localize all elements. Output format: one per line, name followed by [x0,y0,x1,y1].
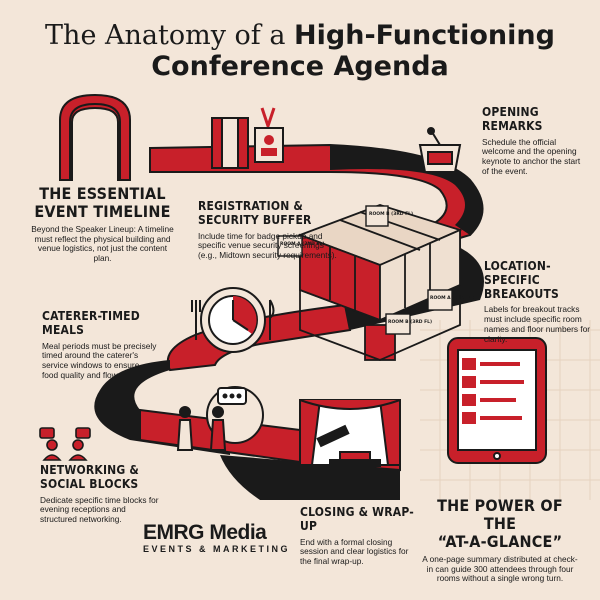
timeline-body: Beyond the Speaker Lineup: A timeline mu… [31,223,174,264]
podium-illustration [418,127,462,173]
networking-section: NETWORKING & SOCIAL BLOCKS Dedicate spec… [40,463,160,525]
closing-heading: CLOSING & WRAP-UP [300,505,414,533]
registration-section: REGISTRATION & SECURITY BUFFER Include t… [198,199,338,261]
opening-body: Schedule the official welcome and the op… [482,136,581,176]
security-gate-illustration [211,117,249,169]
registration-body: Include time for badge pickup and specif… [198,230,337,261]
closing-stage-illustration [299,399,401,467]
at-a-glance-body: A one-page summary distributed at check-… [422,553,578,584]
emrg-media-logo: EMRG Media EVENTS & MARKETING [143,521,290,554]
people-networking-illustration [176,406,227,451]
room-sign-1: ROOM B (3RD FL) [369,211,413,217]
meals-body: Meal periods must be precisely timed aro… [42,340,157,380]
meals-heading: CATERER-TIMED MEALS [42,309,140,337]
at-a-glance-heading: THE POWER OF THE “AT-A-GLANCE” [437,496,563,551]
at-a-glance-section: THE POWER OF THE “AT-A-GLANCE” A one-pag… [420,497,580,584]
page-title: The Anatomy of a High-Functioning Confer… [0,20,600,82]
breakouts-heading: LOCATION-SPECIFIC BREAKOUTS [484,259,559,301]
room-sign-2: ROOM A (2ND FL) [280,241,324,247]
title-plain: The Anatomy of a [45,20,295,51]
room-signs [277,205,453,335]
at-a-glance-tablet-illustration [447,337,547,464]
registration-heading: REGISTRATION & SECURITY BUFFER [198,199,312,227]
meals-section: CATERER-TIMED MEALS Meal periods must be… [42,309,157,381]
breakouts-section: LOCATION-SPECIFIC BREAKOUTS Labels for b… [484,259,592,345]
logo-name: EMRG Media [143,521,267,544]
logo-tagline: EVENTS & MARKETING [143,544,291,554]
archway-illustration [59,93,131,181]
breakout-rooms-illustration [297,204,463,361]
opening-section: OPENING REMARKS Schedule the official we… [482,105,582,177]
networking-body: Dedicate specific time blocks for evenin… [40,494,159,525]
title-line-2: Conference Agenda [151,51,449,83]
breakouts-body: Labels for breakout tracks must include … [484,304,591,344]
opening-heading: OPENING REMARKS [482,105,543,133]
room-sign-4: ROOM B (3RD FL) [388,319,432,325]
closing-body: End with a formal closing session and cl… [300,536,409,567]
closing-section: CLOSING & WRAP-UP End with a formal clos… [300,505,420,567]
networking-heading: NETWORKING & SOCIAL BLOCKS [40,463,140,491]
timeline-section: THE ESSENTIAL EVENT TIMELINE Beyond the … [30,185,175,264]
meal-clock-illustration [191,287,275,353]
badge-illustration [254,107,284,163]
timeline-heading: THE ESSENTIAL EVENT TIMELINE [34,184,171,221]
room-sign-3: ROOM A (2ND FL) [430,295,474,301]
chat-people-icon [39,427,91,461]
title-bold: High-Functioning [294,20,555,51]
